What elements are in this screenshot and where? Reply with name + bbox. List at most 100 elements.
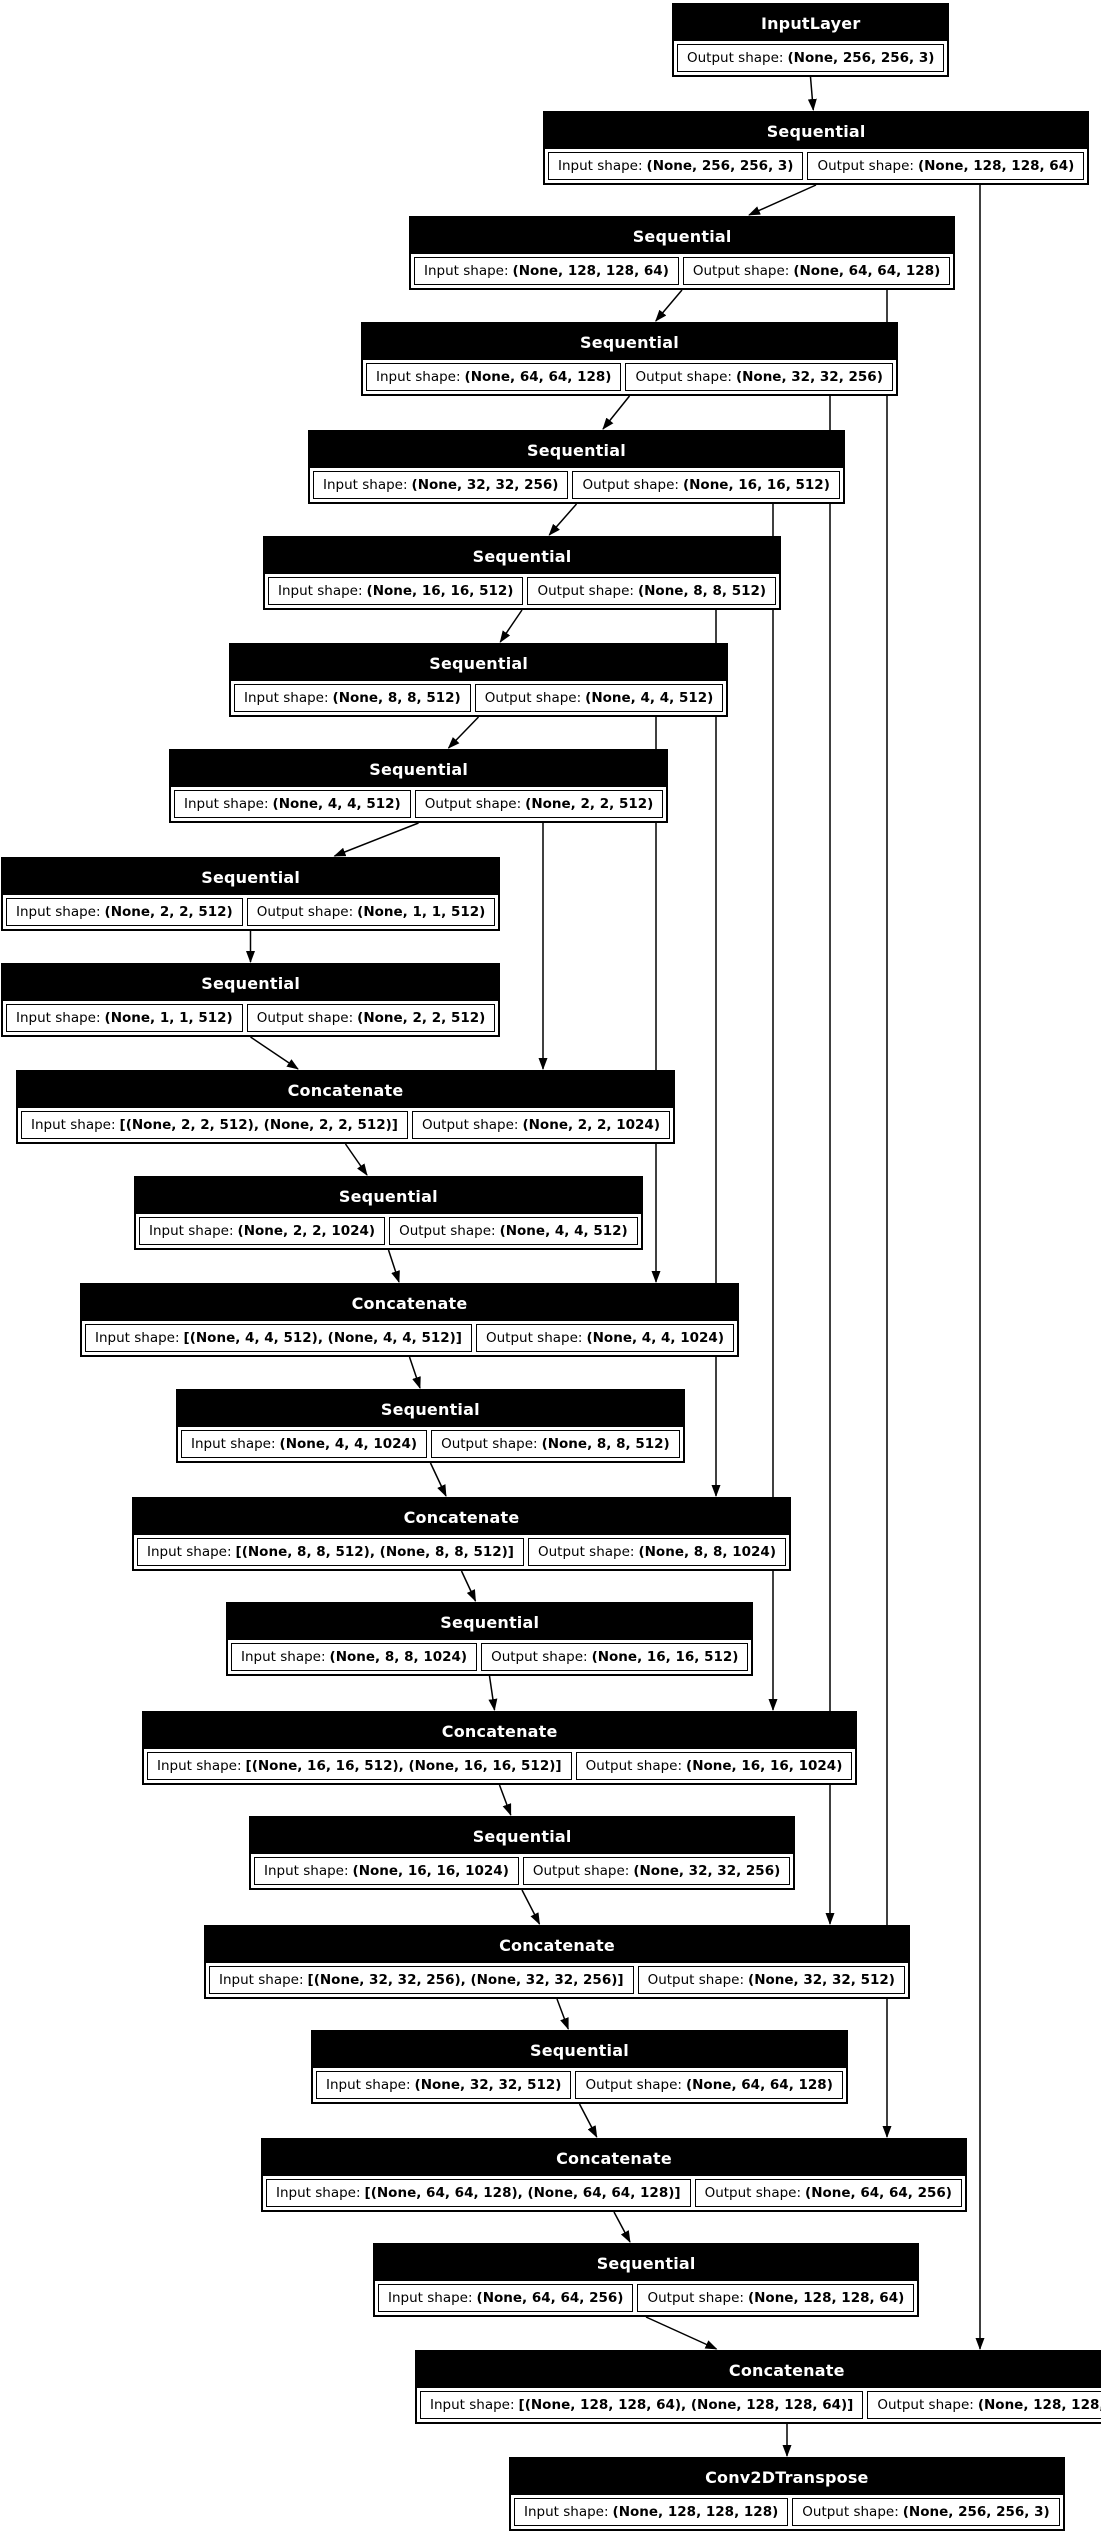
output-shape-cell: Output shape:(None, 32, 32, 256) bbox=[625, 363, 893, 391]
shape-label: Output shape: bbox=[537, 583, 634, 599]
node-shape-row: Input shape:[(None, 64, 64, 128), (None,… bbox=[263, 2176, 965, 2210]
output-shape-cell: Output shape:(None, 4, 4, 512) bbox=[474, 684, 724, 712]
shape-label: Output shape: bbox=[424, 796, 522, 812]
shape-label: Output shape: bbox=[877, 2397, 974, 2413]
node-shape-row: Input shape:(None, 8, 8, 1024)Output sha… bbox=[228, 1640, 751, 1674]
node-shape-row: Output shape:(None, 256, 256, 3) bbox=[674, 41, 947, 75]
input-shape-cell: Input shape:(None, 64, 64, 128) bbox=[366, 363, 622, 391]
shape-label: Output shape: bbox=[484, 690, 582, 706]
input-shape-cell: Input shape:(None, 128, 128, 128) bbox=[514, 2498, 789, 2526]
shape-value: (None, 4, 4, 1024) bbox=[279, 1436, 418, 1452]
node-shape-row: Input shape:(None, 4, 4, 1024)Output sha… bbox=[178, 1427, 683, 1461]
shape-label: Input shape: bbox=[219, 1972, 304, 1988]
shape-label: Input shape: bbox=[558, 158, 643, 174]
shape-value: (None, 16, 16, 512) bbox=[591, 1649, 739, 1665]
node-title: Sequential bbox=[171, 751, 667, 787]
shape-label: Input shape: bbox=[376, 369, 461, 385]
shape-value: (None, 8, 8, 512) bbox=[637, 583, 767, 599]
shape-value: (None, 64, 64, 256) bbox=[805, 2185, 952, 2201]
input-shape-cell: Input shape:[(None, 4, 4, 512), (None, 4… bbox=[85, 1324, 472, 1352]
node-title: Sequential bbox=[3, 965, 499, 1001]
node-title: InputLayer bbox=[674, 5, 948, 41]
output-shape-cell: Output shape:(None, 32, 32, 256) bbox=[522, 1857, 791, 1885]
edge-seq7-to-seq8 bbox=[333, 822, 419, 857]
shape-label: Input shape: bbox=[149, 1223, 234, 1239]
shape-value: (None, 64, 64, 128) bbox=[685, 2077, 833, 2093]
edge-seq14-to-cat6 bbox=[578, 2103, 598, 2138]
node-shape-row: Input shape:(None, 2, 2, 512)Output shap… bbox=[3, 895, 498, 929]
node-shape-row: Input shape:(None, 64, 64, 128)Output sh… bbox=[363, 360, 896, 394]
output-shape-cell: Output shape:(None, 8, 8, 1024) bbox=[527, 1538, 786, 1566]
node-shape-row: Input shape:[(None, 32, 32, 256), (None,… bbox=[206, 1963, 908, 1997]
shape-label: Input shape: bbox=[184, 796, 269, 812]
output-shape-cell: Output shape:(None, 16, 16, 512) bbox=[481, 1643, 749, 1671]
shape-value: (None, 128, 128, 128) bbox=[612, 2504, 779, 2520]
output-shape-cell: Output shape:(None, 128, 128, 64) bbox=[637, 2284, 915, 2312]
shape-label: Output shape: bbox=[537, 1544, 635, 1560]
shape-label: Output shape: bbox=[441, 1436, 538, 1452]
shape-label: Input shape: bbox=[31, 1117, 116, 1133]
input-shape-cell: Input shape:[(None, 8, 8, 512), (None, 8… bbox=[137, 1538, 524, 1566]
input-shape-cell: Input shape:(None, 2, 2, 512) bbox=[6, 898, 243, 926]
input-shape-cell: Input shape:(None, 256, 256, 3) bbox=[548, 152, 804, 180]
shape-value: (None, 32, 32, 256) bbox=[735, 369, 883, 385]
shape-label: Output shape: bbox=[704, 2185, 802, 2201]
output-shape-cell: Output shape:(None, 4, 4, 1024) bbox=[475, 1324, 734, 1352]
shape-value: (None, 1, 1, 512) bbox=[104, 1010, 233, 1026]
node-shape-row: Input shape:(None, 1, 1, 512)Output shap… bbox=[3, 1001, 498, 1035]
node-shape-row: Input shape:(None, 16, 16, 512) Output sh… bbox=[265, 574, 779, 608]
input-shape-cell: Input shape:(None, 16, 16, 1024) bbox=[254, 1857, 519, 1885]
node-shape-row: Input shape:(None, 256, 256, 3)Output sh… bbox=[545, 149, 1087, 183]
edge-cat3-to-seq12 bbox=[460, 1570, 477, 1602]
output-shape-cell: Output shape:(None, 1, 1, 512) bbox=[246, 898, 496, 926]
shape-value: (None, 8, 8, 512) bbox=[332, 690, 461, 706]
shape-label: Input shape: bbox=[430, 2397, 515, 2413]
output-shape-cell: Output shape:(None, 256, 256, 3) bbox=[792, 2498, 1060, 2526]
shape-label: Output shape: bbox=[585, 2077, 682, 2093]
shape-value: (None, 128, 128, 64) bbox=[917, 158, 1075, 174]
edge-cat5-to-seq14 bbox=[556, 1998, 569, 2030]
shape-value: (None, 2, 2, 512) bbox=[104, 904, 233, 920]
edge-cat2-to-seq11 bbox=[408, 1356, 421, 1389]
shape-label: Input shape: bbox=[278, 583, 363, 599]
edge-input-to-seq1 bbox=[807, 76, 817, 111]
node-title: Sequential bbox=[136, 1178, 641, 1214]
node-title: Concatenate bbox=[417, 2352, 1101, 2388]
shape-label: Output shape: bbox=[802, 2504, 899, 2520]
shape-label: Input shape: bbox=[276, 2185, 361, 2201]
shape-value: [(None, 64, 64, 128), (None, 64, 64, 128… bbox=[364, 2185, 681, 2201]
shape-value: (None, 256, 256, 3) bbox=[902, 2504, 1050, 2520]
edge-seq12-to-cat4 bbox=[488, 1675, 498, 1711]
shape-value: (None, 4, 4, 512) bbox=[499, 1223, 628, 1239]
shape-value: (None, 64, 64, 256) bbox=[476, 2290, 624, 2306]
input-shape-cell: Input shape:(None, 8, 8, 1024) bbox=[231, 1643, 478, 1671]
shape-value: (None, 2, 2, 1024) bbox=[237, 1223, 376, 1239]
node-title: Sequential bbox=[313, 2032, 846, 2068]
shape-label: Output shape: bbox=[532, 1863, 630, 1879]
shape-label: Input shape: bbox=[95, 1330, 180, 1346]
input-shape-cell: Input shape:(None, 16, 16, 512) bbox=[268, 577, 524, 605]
shape-label: Output shape: bbox=[585, 1758, 683, 1774]
output-shape-cell: Output shape:(None, 32, 32, 512) bbox=[637, 1966, 905, 1994]
shape-value: (None, 32, 32, 512) bbox=[748, 1972, 895, 1988]
shape-label: Input shape: bbox=[388, 2290, 473, 2306]
shape-value: [(None, 32, 32, 256), (None, 32, 32, 256… bbox=[307, 1972, 624, 1988]
edge-seq4-to-seq5 bbox=[548, 503, 578, 536]
shape-label: Output shape: bbox=[421, 1117, 519, 1133]
shape-label: Input shape: bbox=[157, 1758, 242, 1774]
output-shape-cell: Output shape:(None, 16, 16, 1024) bbox=[575, 1752, 853, 1780]
input-shape-cell: Input shape:[(None, 2, 2, 512), (None, 2… bbox=[21, 1111, 408, 1139]
node-shape-row: Input shape:[(None, 128, 128, 64), (None… bbox=[417, 2388, 1101, 2422]
output-shape-cell: Output shape:(None, 256, 256, 3) bbox=[677, 44, 945, 72]
shape-value: (None, 16, 16, 1024) bbox=[686, 1758, 843, 1774]
